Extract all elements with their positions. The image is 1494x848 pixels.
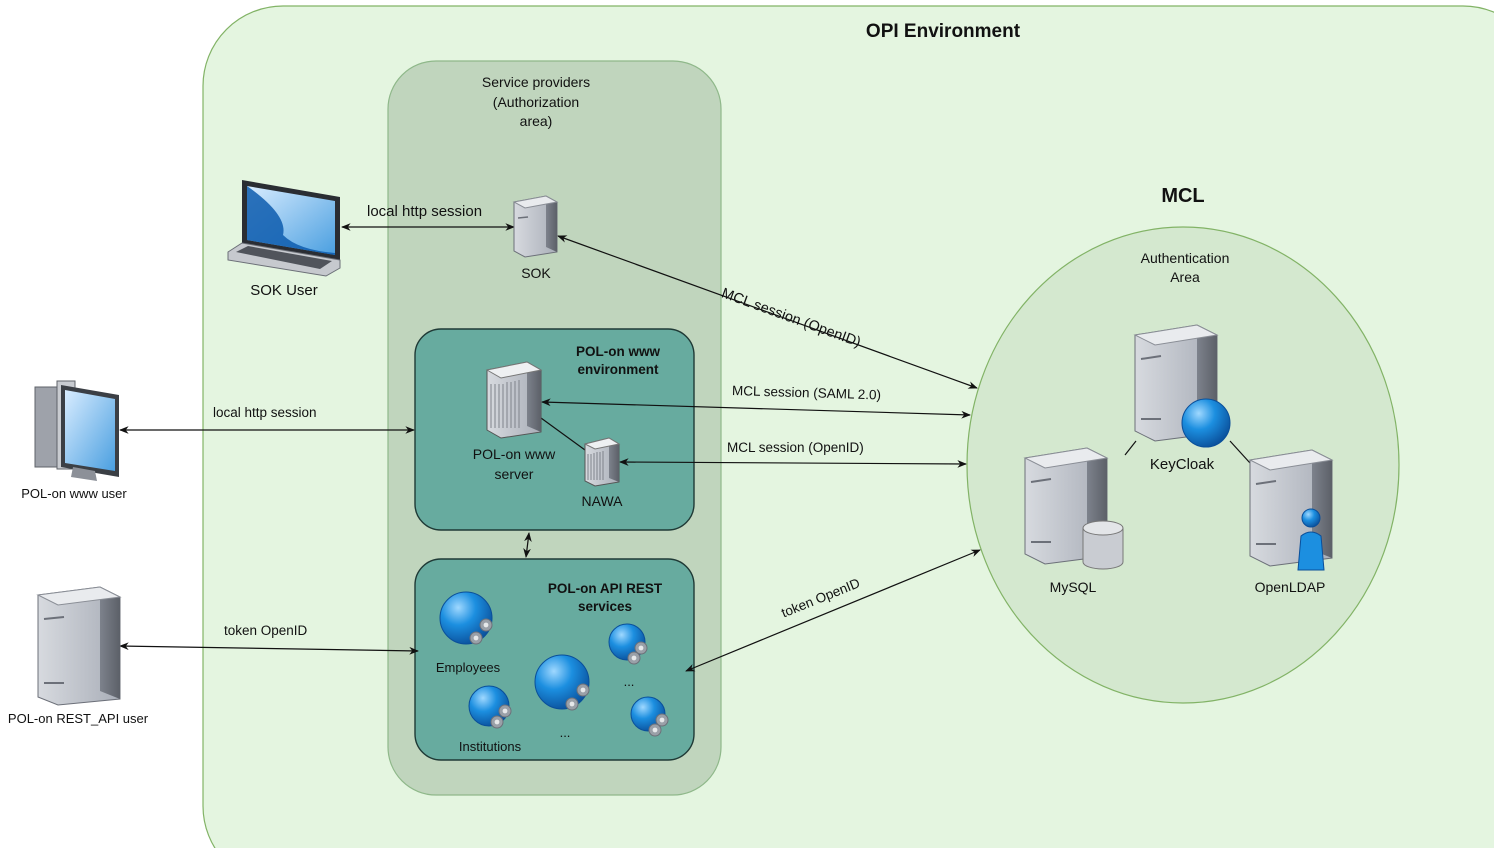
nawa-server-icon [583,437,621,487]
polon-www-server-label: POL-on www server [472,446,556,483]
institutions-label: Institutions [458,739,522,754]
sok-local-session-label: local http session [367,203,483,220]
institutions-globe-gear-icon [468,685,512,729]
nawa-openid-session-label: MCL session (OpenID) [727,440,864,455]
polon-api-rest-title: POL-on API REST services [547,581,663,614]
keycloak-mysql-link-line [1124,440,1137,456]
sok-label: SOK [521,265,551,281]
employees-label: Employees [435,660,501,675]
keycloak-label: KeyCloak [1149,456,1215,473]
opi-environment-title: OPI Environment [865,21,1021,42]
ellipsis-label-2: ... [559,725,571,740]
authentication-area-container [966,226,1400,704]
keycloak-openldap-link-line [1229,440,1251,464]
connectors [119,223,1251,672]
polon-www-user-label: POL-on www user [21,486,127,501]
polon-rest-api-user-label: POL-on REST_API user [7,711,149,726]
sok-mcl-session-line [557,235,978,389]
keycloak-globe-icon [1181,398,1231,448]
sok-server-icon [512,195,559,258]
mcl-title: MCL [1161,185,1205,207]
rest-token-line [119,642,419,655]
polon-www-environment-title: POL-on www environment [576,344,660,377]
www-local-session-label: local http session [213,405,317,420]
polon-www-server-icon [485,361,543,439]
nawa-label: NAWA [581,493,623,509]
server-icon [36,586,122,706]
service-providers-title: Service providers (Authorization area) [481,74,591,130]
sok-user-label: SOK User [250,282,318,299]
mysql-label: MySQL [1049,579,1097,595]
desktop-icon [34,380,119,481]
www-api-link-line [523,532,532,558]
database-icon [1082,520,1124,570]
employees-globe-gear-icon [439,591,493,645]
openldap-label: OpenLDAP [1254,579,1326,595]
ellipsis-label-1: ... [623,674,635,689]
nawa-openid-session-line [619,458,967,468]
www-saml-session-line [541,398,971,419]
bottom-right-globe-gear-icon [630,696,669,737]
server-nawa-link-line [540,417,586,451]
api-token-line [685,549,981,672]
rest-token-label: token OpenID [224,623,308,638]
laptop-icon [227,180,341,277]
top-right-globe-gear-icon [608,623,648,665]
authentication-area-title: Authentication Area [1140,250,1230,285]
user-icon [1297,508,1325,571]
central-globe-gear-icon [534,654,590,711]
